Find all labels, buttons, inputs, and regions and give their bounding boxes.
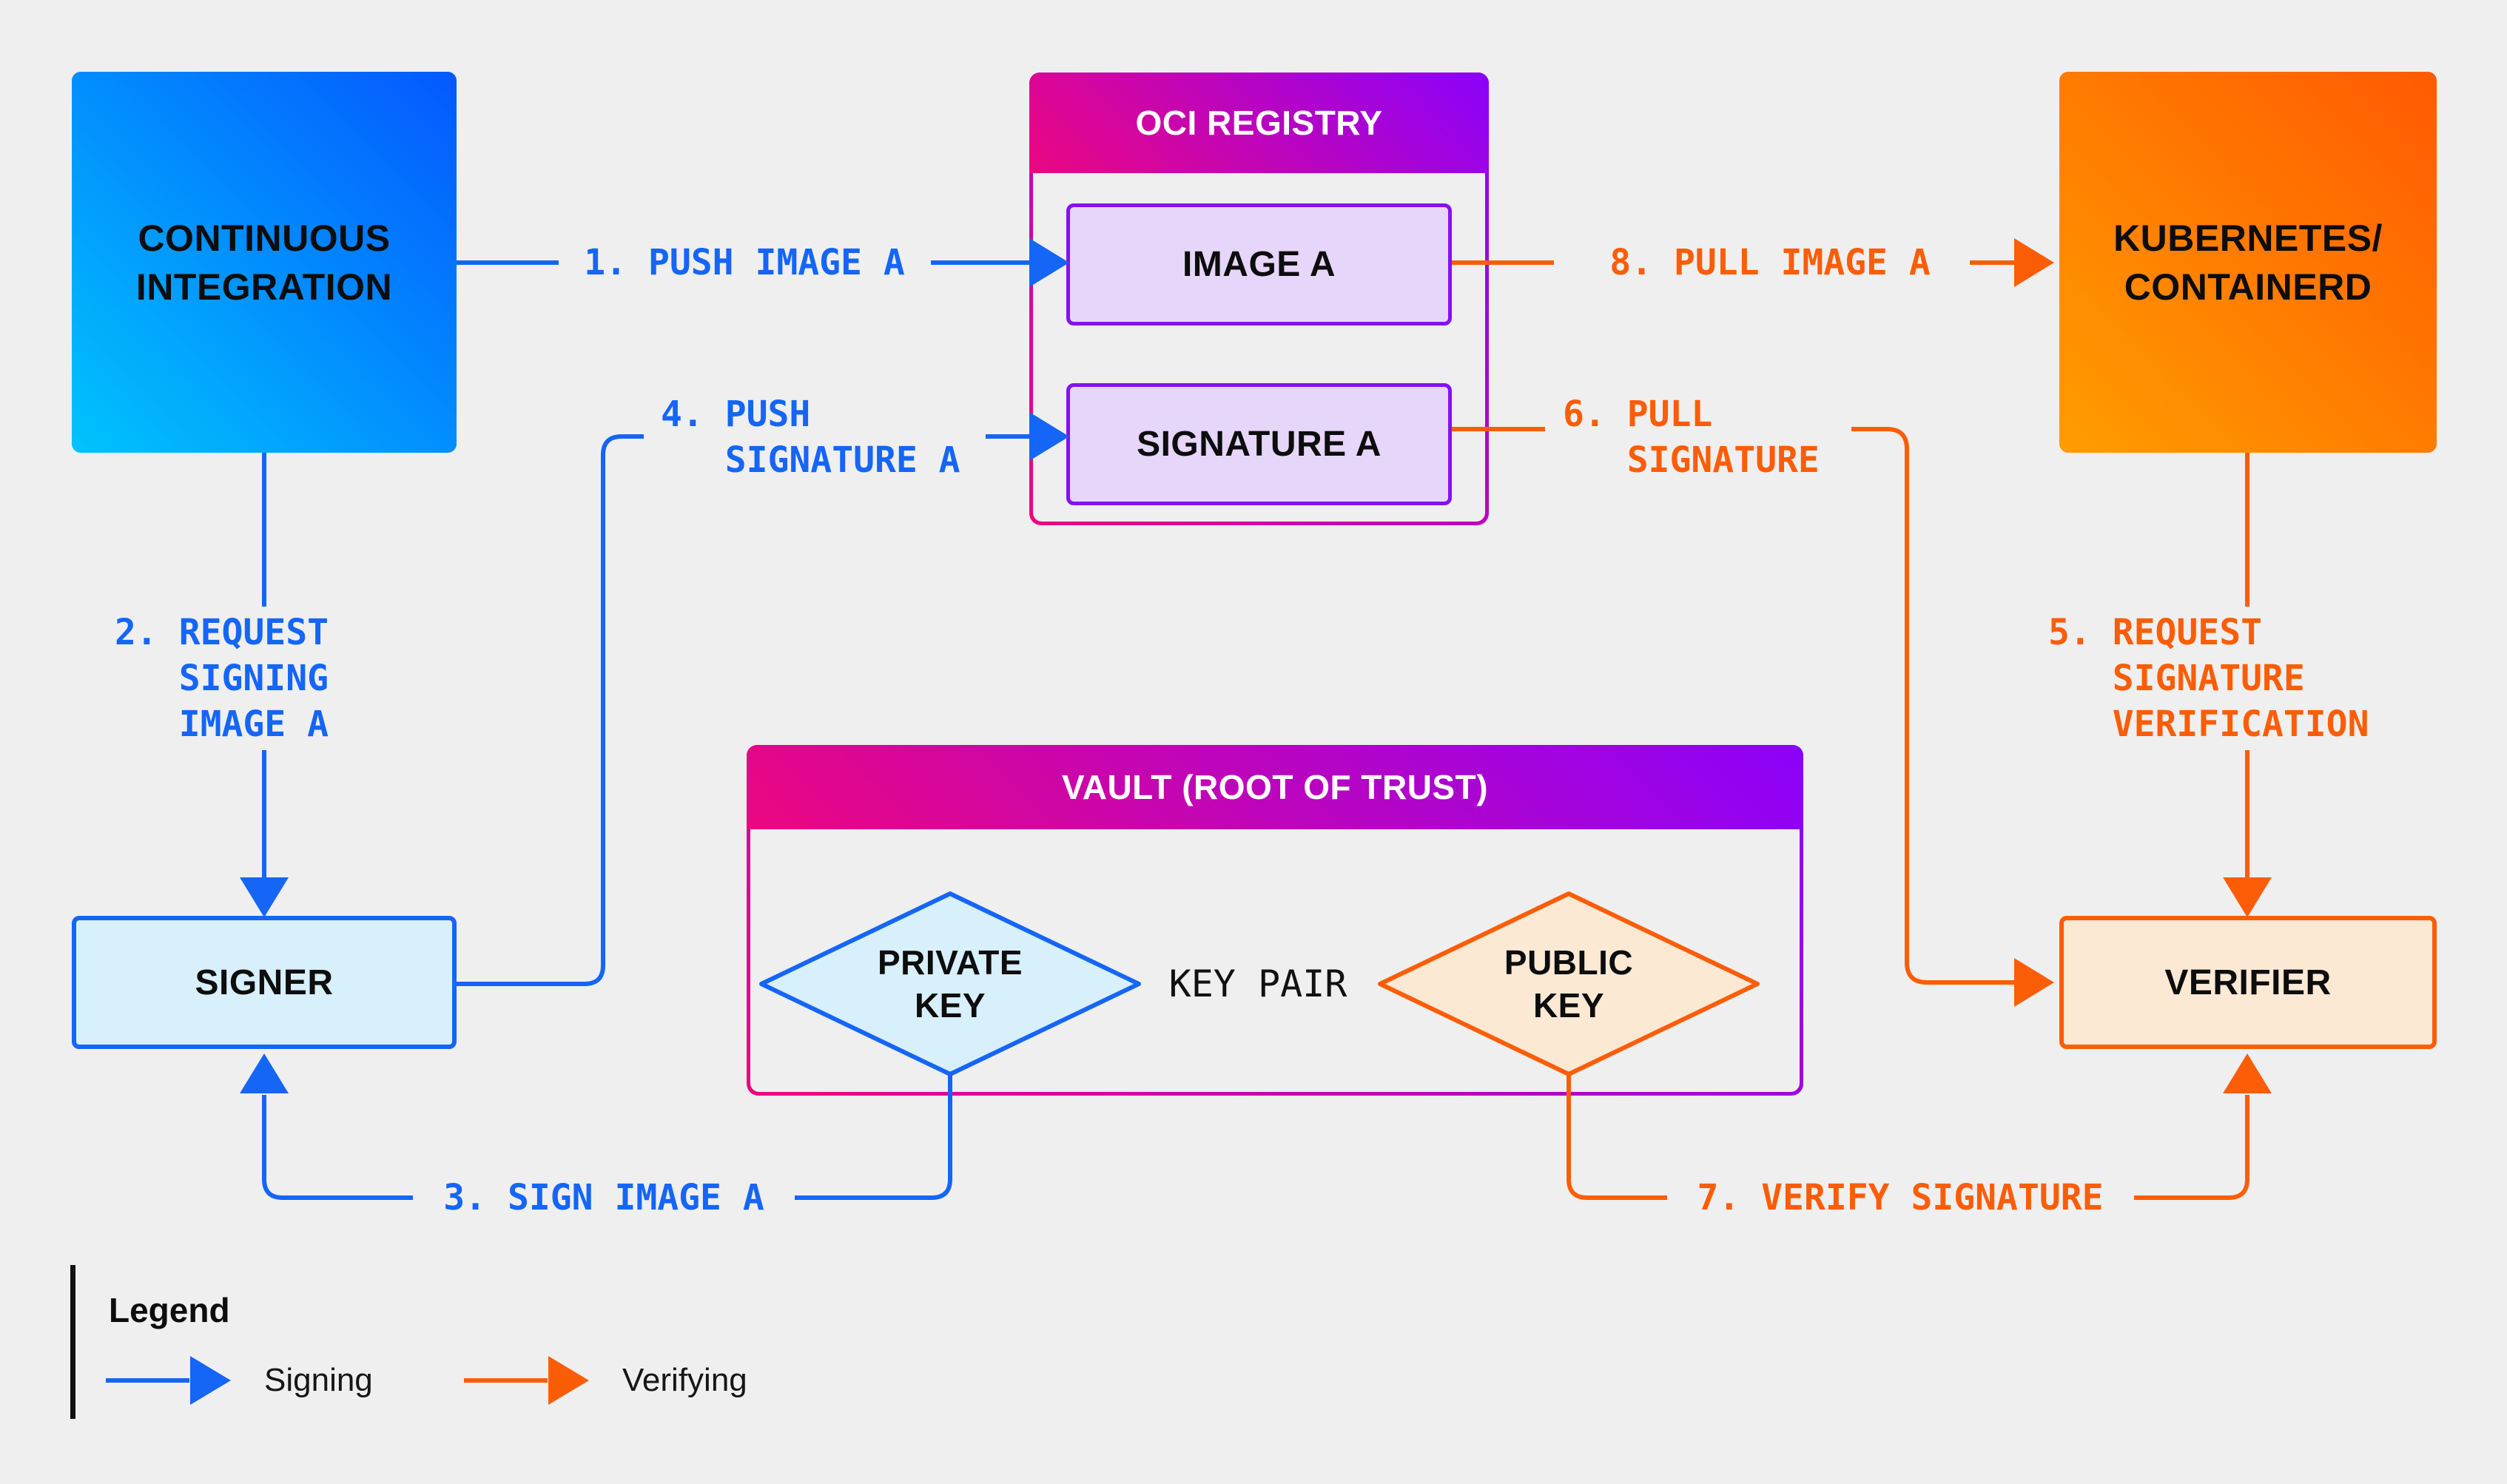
arrow-8-head-icon xyxy=(2014,238,2054,287)
private-key-label: PRIVATE KEY xyxy=(877,943,1023,1025)
arrow-5-head-icon xyxy=(2223,877,2272,917)
signature-a-label: SIGNATURE A xyxy=(1137,425,1382,464)
flow-step-2-label: 2. REQUEST SIGNING IMAGE A xyxy=(115,612,329,745)
oci-registry-title: OCI REGISTRY xyxy=(1135,104,1383,142)
flow-step-7-label: 7. VERIFY SIGNATURE xyxy=(1697,1177,2104,1218)
arrow-7-head-icon xyxy=(2223,1053,2272,1093)
arrow-3-head-icon xyxy=(240,1053,289,1093)
image-a-box: IMAGE A xyxy=(1066,203,1452,326)
arrow-6-elbow-line xyxy=(1851,427,2014,985)
flow-step-8-label: 8. PULL IMAGE A xyxy=(1609,242,1931,283)
legend-verifying-label: Verifying xyxy=(622,1362,747,1398)
arrow-2-head-icon xyxy=(240,877,289,917)
key-pair-label: KEY PAIR xyxy=(1168,962,1347,1005)
private-key-diamond xyxy=(759,891,1141,1076)
public-key-label: PUBLIC KEY xyxy=(1504,943,1634,1025)
legend-divider-bar xyxy=(70,1265,75,1419)
kubernetes-containerd-title: KUBERNETES/ CONTAINERD xyxy=(2113,217,2383,308)
arrow-3-line-right xyxy=(795,1074,952,1200)
public-key-diamond xyxy=(1378,891,1760,1076)
flow-step-5-label: 5. REQUEST SIGNATURE VERIFICATION xyxy=(2048,612,2369,745)
signature-a-box: SIGNATURE A xyxy=(1066,383,1452,505)
verifier-box: VERIFIER xyxy=(2059,916,2437,1049)
vault-title: VAULT (ROOT OF TRUST) xyxy=(1061,768,1489,806)
flow-step-4-label: 4. PUSH SIGNATURE A xyxy=(661,394,960,481)
signer-label: SIGNER xyxy=(195,962,334,1002)
signer-box: SIGNER xyxy=(72,916,457,1049)
flow-step-6-label: 6. PULL SIGNATURE xyxy=(1563,394,1820,481)
kubernetes-containerd-box: KUBERNETES/ CONTAINERD xyxy=(2059,72,2437,453)
arrow-4-elbow-line xyxy=(457,434,644,986)
arrow-6-head-icon xyxy=(2014,958,2054,1007)
arrow-1-head-icon xyxy=(1029,238,1069,287)
continuous-integration-box: CONTINUOUS INTEGRATION xyxy=(72,72,457,453)
legend-signing-label: Signing xyxy=(264,1362,373,1398)
oci-registry-header: OCI REGISTRY xyxy=(1029,72,1489,173)
legend-verifying-head-icon xyxy=(548,1356,589,1405)
flow-step-1-label: 1. PUSH IMAGE A xyxy=(584,242,905,283)
arrow-7-line-right xyxy=(2134,1095,2249,1200)
legend-title: Legend xyxy=(109,1291,230,1329)
image-a-label: IMAGE A xyxy=(1182,245,1336,284)
arrow-7-line-left xyxy=(1567,1074,1667,1200)
continuous-integration-title: CONTINUOUS INTEGRATION xyxy=(135,217,393,308)
arrow-3-line-left xyxy=(262,1095,413,1200)
legend-signing-head-icon xyxy=(190,1356,231,1405)
verifier-label: VERIFIER xyxy=(2164,962,2332,1002)
flow-step-3-label: 3. SIGN IMAGE A xyxy=(443,1177,764,1218)
vault-header: VAULT (ROOT OF TRUST) xyxy=(747,745,1803,829)
arrow-4-head-icon xyxy=(1029,412,1069,461)
